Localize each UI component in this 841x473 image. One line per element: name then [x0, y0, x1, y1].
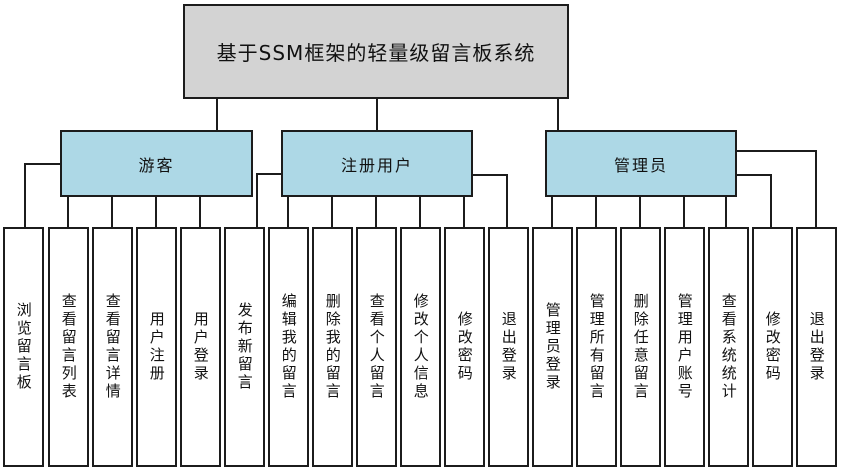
- connector-line: [595, 195, 597, 227]
- leaf-node-10: 修改个人信息: [400, 227, 441, 467]
- leaf-node-label: 查看个人留言: [367, 293, 386, 401]
- leaf-node-label: 修改个人信息: [411, 293, 430, 401]
- connector-line: [735, 150, 815, 152]
- leaf-node-16: 管理用户账号: [664, 227, 705, 467]
- leaf-node-label: 退出登录: [807, 311, 826, 383]
- group-node-label: 管理员: [613, 155, 668, 175]
- leaf-node-label: 浏览留言板: [14, 302, 33, 392]
- leaf-node-label: 删除任意留言: [631, 293, 650, 401]
- leaf-node-label: 管理所有留言: [587, 293, 606, 401]
- connector-line: [216, 98, 218, 130]
- connector-line: [770, 174, 772, 227]
- leaf-node-label: 用户注册: [147, 311, 166, 383]
- connector-line: [256, 173, 258, 227]
- leaf-node-7: 编辑我的留言: [268, 227, 309, 467]
- connector-line: [735, 174, 770, 176]
- leaf-node-19: 退出登录: [796, 227, 837, 467]
- leaf-node-6: 发布新留言: [224, 227, 265, 467]
- leaf-node-4: 用户注册: [136, 227, 177, 467]
- connector-line: [67, 195, 69, 227]
- leaf-node-18: 修改密码: [752, 227, 793, 467]
- connector-line: [815, 150, 817, 227]
- leaf-node-label: 编辑我的留言: [279, 293, 298, 401]
- root-node-label: 基于SSM框架的轻量级留言板系统: [216, 41, 536, 65]
- connector-line: [639, 195, 641, 227]
- connector-line: [683, 195, 685, 227]
- connector-line: [471, 174, 506, 176]
- connector-line: [376, 98, 378, 130]
- connector-line: [463, 195, 465, 227]
- leaf-node-label: 修改密码: [763, 311, 782, 383]
- leaf-node-label: 发布新留言: [235, 302, 254, 392]
- leaf-node-15: 删除任意留言: [620, 227, 661, 467]
- leaf-node-2: 查看留言列表: [48, 227, 89, 467]
- connector-line: [24, 163, 26, 227]
- connector-line: [24, 163, 60, 165]
- leaf-node-1: 浏览留言板: [3, 227, 44, 467]
- connector-line: [375, 195, 377, 227]
- leaf-node-label: 查看系统统计: [719, 293, 738, 401]
- leaf-node-5: 用户登录: [180, 227, 221, 467]
- group-node-visitor: 游客: [60, 130, 253, 197]
- leaf-node-label: 删除我的留言: [323, 293, 342, 401]
- group-node-registered-user: 注册用户: [281, 130, 473, 197]
- leaf-node-label: 查看留言详情: [103, 293, 122, 401]
- connector-line: [111, 195, 113, 227]
- root-node: 基于SSM框架的轻量级留言板系统: [183, 4, 569, 99]
- connector-line: [155, 195, 157, 227]
- connector-line: [506, 174, 508, 227]
- leaf-node-label: 管理员登录: [543, 302, 562, 392]
- leaf-node-9: 查看个人留言: [356, 227, 397, 467]
- leaf-node-14: 管理所有留言: [576, 227, 617, 467]
- connector-line: [256, 173, 281, 175]
- leaf-node-8: 删除我的留言: [312, 227, 353, 467]
- group-node-label: 注册用户: [340, 155, 413, 175]
- group-node-label: 游客: [138, 155, 175, 175]
- leaf-node-12: 退出登录: [488, 227, 529, 467]
- connector-line: [557, 98, 559, 130]
- connector-line: [725, 195, 727, 227]
- group-node-admin: 管理员: [545, 130, 737, 197]
- leaf-node-label: 查看留言列表: [59, 293, 78, 401]
- leaf-node-label: 管理用户账号: [675, 293, 694, 401]
- leaf-node-3: 查看留言详情: [92, 227, 133, 467]
- leaf-node-11: 修改密码: [444, 227, 485, 467]
- leaf-node-label: 修改密码: [455, 311, 474, 383]
- connector-line: [331, 195, 333, 227]
- leaf-node-label: 用户登录: [191, 311, 210, 383]
- connector-line: [199, 195, 201, 227]
- leaf-node-label: 退出登录: [499, 311, 518, 383]
- leaf-node-13: 管理员登录: [532, 227, 573, 467]
- connector-line: [287, 195, 289, 227]
- leaf-node-17: 查看系统统计: [708, 227, 749, 467]
- connector-line: [551, 195, 553, 227]
- connector-line: [419, 195, 421, 227]
